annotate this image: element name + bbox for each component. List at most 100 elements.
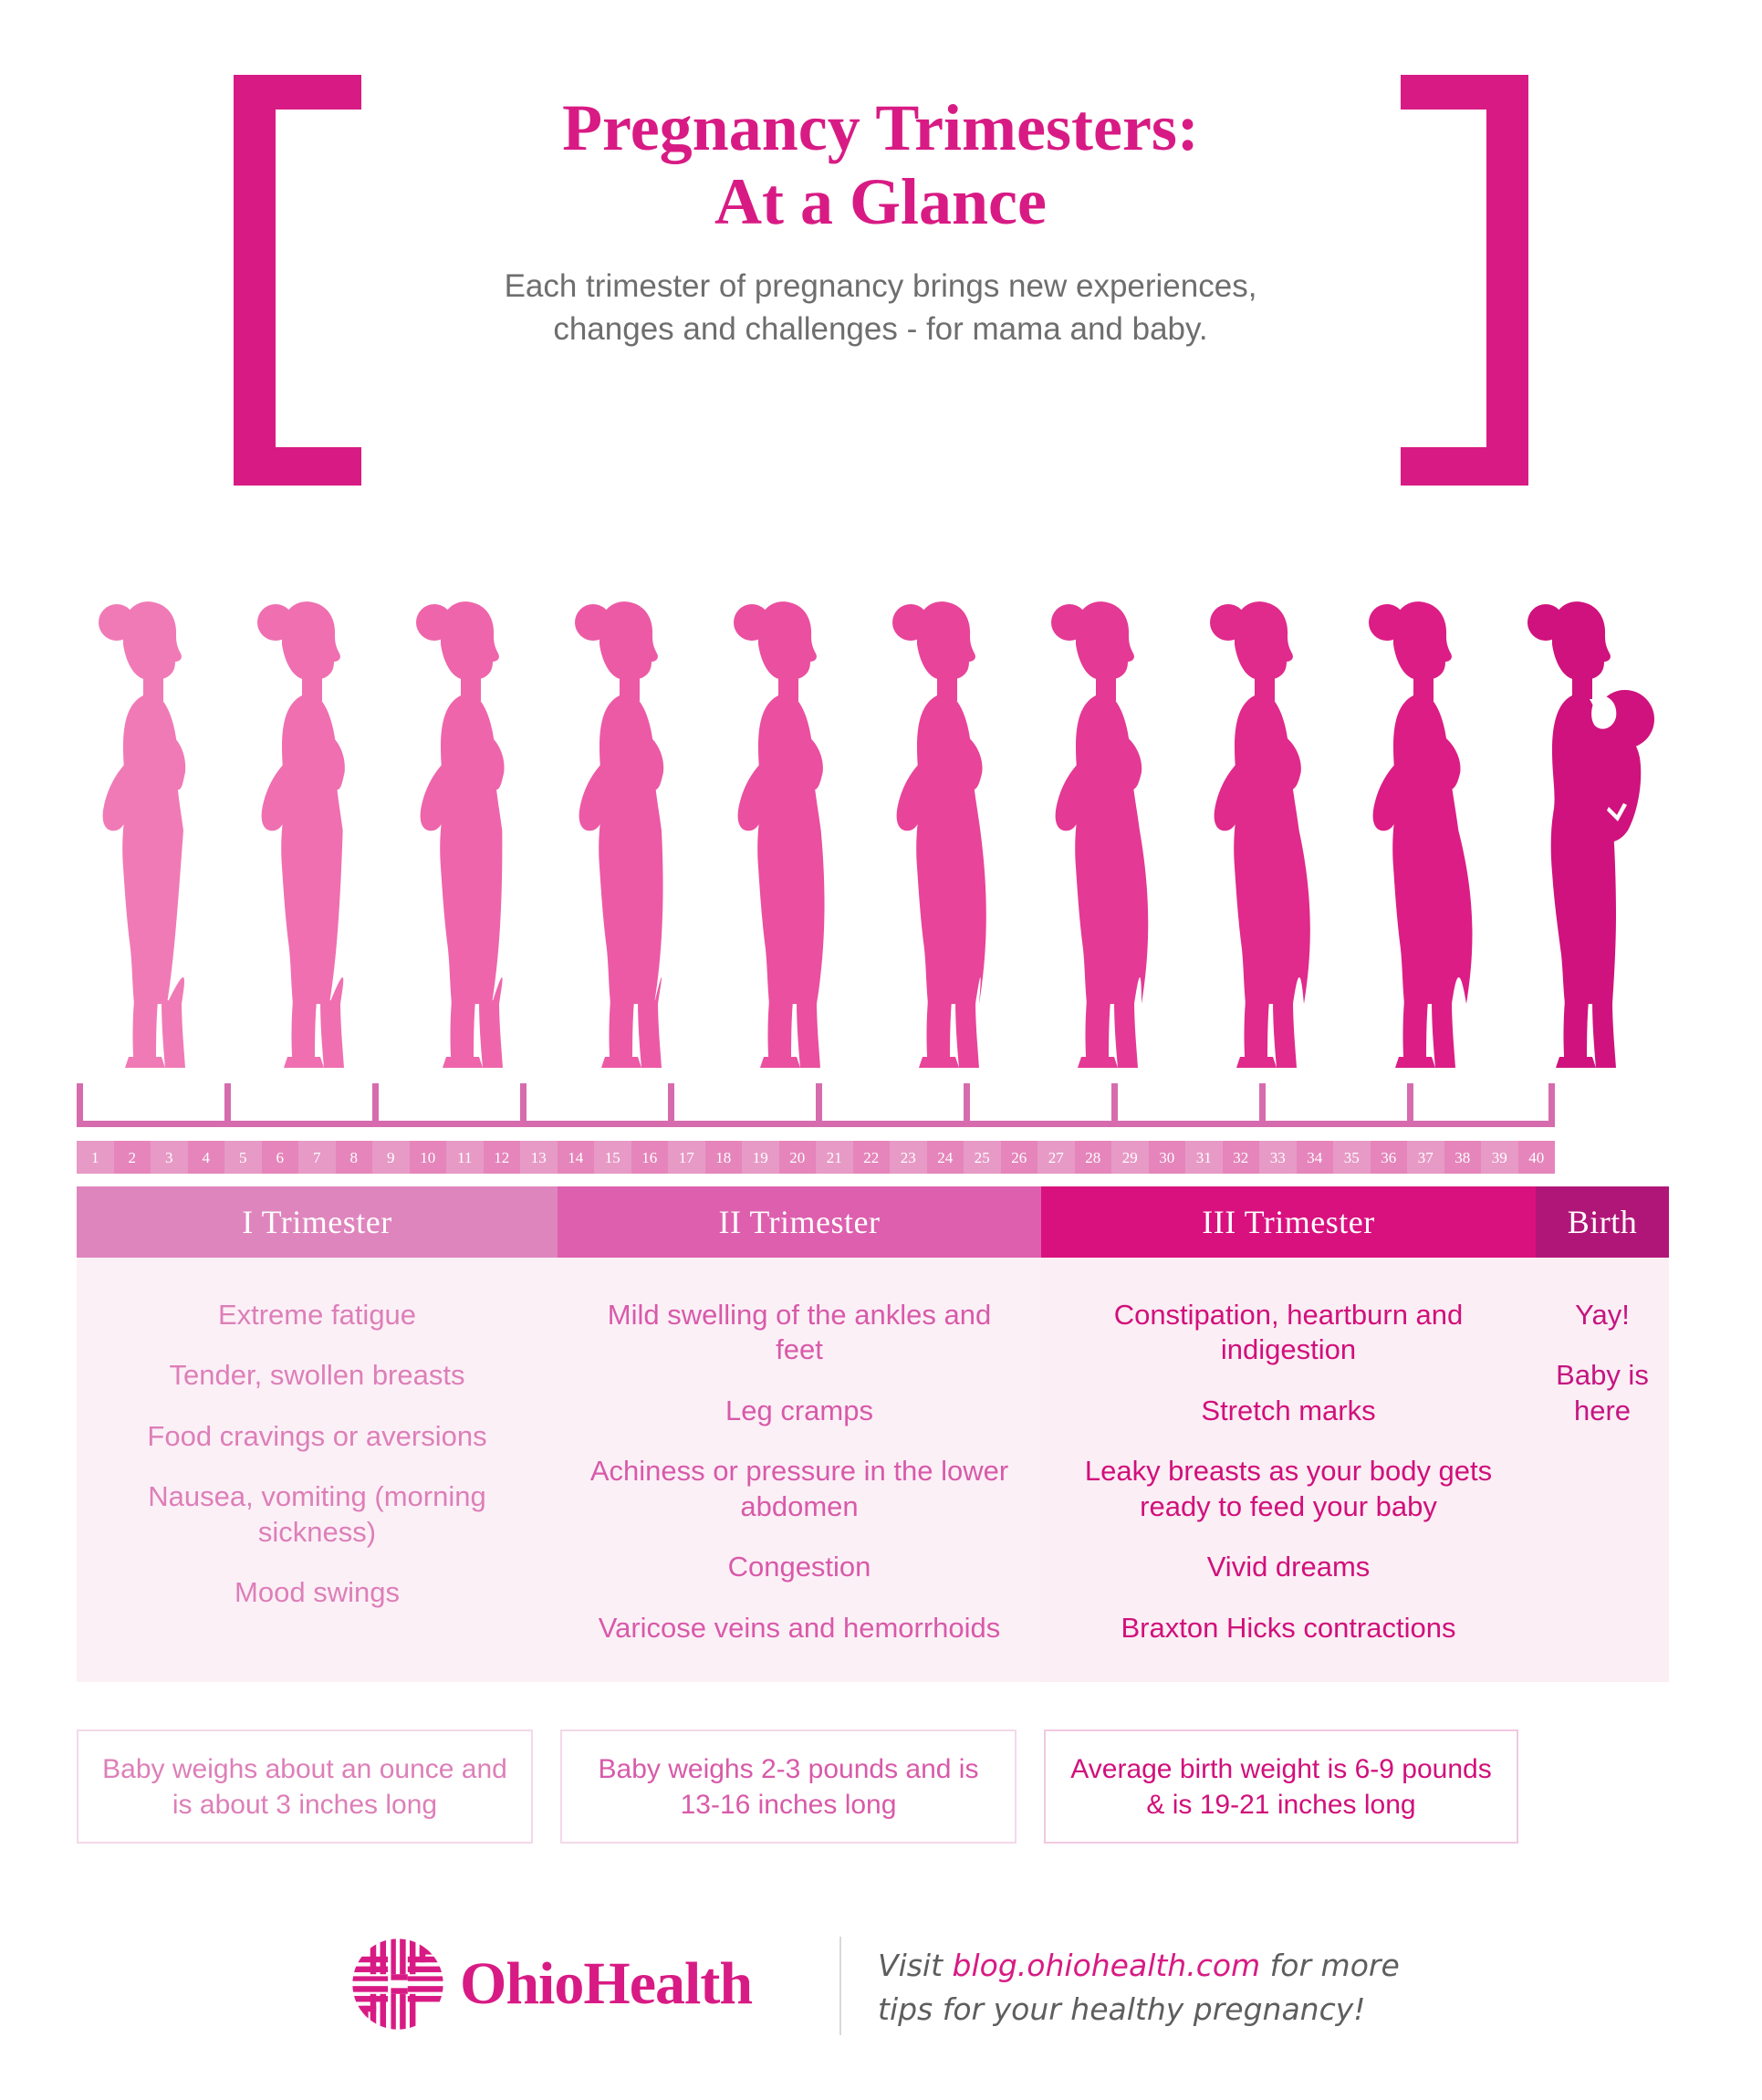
ruler-tick (1548, 1083, 1555, 1127)
right-bracket-notch (1401, 110, 1486, 447)
silhouette-week-8 (245, 575, 382, 1086)
symptom-item: Yay! (1575, 1299, 1630, 1331)
symptom-item: Stretch marks (1201, 1394, 1376, 1426)
silhouette-week-36 (1357, 575, 1494, 1086)
trimester-table-header-row: I Trimester II Trimester III Trimester B… (77, 1186, 1669, 1258)
page-title-line2: At a Glance (714, 164, 1047, 238)
week-cell: 35 (1333, 1141, 1371, 1174)
page-subtitle: Each trimester of pregnancy brings new e… (274, 266, 1487, 350)
week-cell: 31 (1185, 1141, 1223, 1174)
week-cell: 10 (409, 1141, 446, 1174)
symptom-item: Braxton Hicks contractions (1121, 1611, 1456, 1644)
ruler-tick (77, 1083, 83, 1127)
week-cell: 33 (1259, 1141, 1297, 1174)
week-cell: 16 (631, 1141, 668, 1174)
visit-line2: tips for your healthy pregnancy! (878, 1990, 1366, 2027)
footer-visit-text: Visit blog.ohiohealth.com for more tips … (878, 1944, 1480, 2032)
week-cell: 25 (964, 1141, 1001, 1174)
silhouette-week-12 (404, 575, 541, 1086)
ruler-tick (520, 1083, 527, 1127)
page-subtitle-line2: changes and challenges - for mama and ba… (553, 310, 1208, 347)
symptom-item: Tender, swollen breasts (169, 1359, 465, 1392)
page-title-line1: Pregnancy Trimesters: (562, 91, 1199, 164)
week-cell: 11 (446, 1141, 484, 1174)
pregnancy-silhouette-row (0, 561, 1762, 1086)
baby-weight-boxes: Baby weighs about an ounce and is about … (77, 1729, 1669, 1853)
silhouette-birth (1516, 575, 1666, 1086)
week-cell: 40 (1517, 1141, 1555, 1174)
silhouette-week-32 (1198, 575, 1335, 1086)
week-cell: 14 (557, 1141, 594, 1174)
footer-divider (839, 1937, 841, 2035)
week-cell: 32 (1222, 1141, 1259, 1174)
ohiohealth-wordmark: OhioHealth (460, 1950, 753, 2017)
column-header-trimester-2[interactable]: II Trimester (558, 1186, 1041, 1258)
symptom-item: Leaky breasts as your body gets ready to… (1084, 1455, 1493, 1522)
silhouette-week-4 (87, 575, 224, 1086)
ruler-tick (1407, 1083, 1413, 1127)
week-cell: 12 (483, 1141, 520, 1174)
column-header-birth[interactable]: Birth (1536, 1186, 1669, 1258)
pregnant-woman-silhouette (734, 601, 825, 1068)
silhouette-week-20 (722, 575, 859, 1086)
week-cell: 2 (113, 1141, 151, 1174)
week-cell: 13 (520, 1141, 558, 1174)
mother-holding-baby-silhouette (1527, 601, 1654, 1068)
ruler-tick (964, 1083, 970, 1127)
pregnant-woman-silhouette (99, 601, 186, 1068)
week-cell: 27 (1037, 1141, 1075, 1174)
week-cell: 18 (704, 1141, 742, 1174)
week-cell: 36 (1370, 1141, 1407, 1174)
ruler-tick (372, 1083, 379, 1127)
week-cell: 1 (77, 1141, 114, 1174)
symptom-item: Varicose veins and hemorrhoids (598, 1611, 1001, 1644)
title-block: Pregnancy Trimesters: At a Glance Each t… (274, 91, 1487, 350)
symptom-item: Vivid dreams (1206, 1551, 1371, 1583)
week-cell: 19 (742, 1141, 779, 1174)
blog-url-link[interactable]: blog.ohiohealth.com (952, 1948, 1261, 1983)
week-cell: 3 (151, 1141, 188, 1174)
ruler-tick (1111, 1083, 1118, 1127)
week-cell: 7 (298, 1141, 336, 1174)
visit-prefix: Visit (878, 1948, 953, 1983)
column-header-trimester-1[interactable]: I Trimester (77, 1186, 558, 1258)
week-cell: 24 (926, 1141, 964, 1174)
week-cell: 21 (816, 1141, 853, 1174)
visit-mid: for more (1260, 1948, 1400, 1983)
pregnant-woman-silhouette (416, 601, 505, 1068)
pregnant-woman-silhouette (1369, 601, 1473, 1068)
week-cell: 34 (1296, 1141, 1333, 1174)
week-cell: 6 (261, 1141, 298, 1174)
page-subtitle-line1: Each trimester of pregnancy brings new e… (504, 268, 1257, 305)
weight-box-trimester-1: Baby weighs about an ounce and is about … (77, 1729, 533, 1844)
symptom-item: Baby is here (1556, 1359, 1649, 1426)
symptom-item: Extreme fatigue (217, 1299, 417, 1331)
weight-box-trimester-2: Baby weighs 2-3 pounds and is 13-16 inch… (560, 1729, 1017, 1844)
symptom-item: Achiness or pressure in the lower abdome… (589, 1455, 1009, 1522)
symptom-column-birth: Yay! Baby is here (1536, 1258, 1669, 1683)
pregnant-woman-silhouette (257, 601, 345, 1068)
week-cell: 8 (335, 1141, 372, 1174)
symptom-item: Mild swelling of the ankles and feet (607, 1299, 992, 1366)
ruler-tick (1259, 1083, 1266, 1127)
silhouette-week-28 (1039, 575, 1176, 1086)
week-cell: 39 (1481, 1141, 1518, 1174)
ruler-tick (816, 1083, 822, 1127)
pregnant-woman-silhouette (1210, 601, 1310, 1068)
column-header-trimester-3[interactable]: III Trimester (1041, 1186, 1536, 1258)
ohiohealth-logo[interactable]: OhioHealth (349, 1935, 753, 2033)
ohiohealth-weave-logo-icon (352, 1938, 443, 2030)
header: Pregnancy Trimesters: At a Glance Each t… (0, 0, 1762, 493)
week-cell: 4 (187, 1141, 224, 1174)
week-cell: 15 (594, 1141, 631, 1174)
trimester-table: I Trimester II Trimester III Trimester B… (77, 1186, 1669, 1683)
week-cell: 28 (1074, 1141, 1111, 1174)
timeline-ruler (77, 1080, 1555, 1127)
week-cell: 29 (1111, 1141, 1149, 1174)
pregnant-woman-silhouette (1051, 601, 1149, 1068)
week-cell: 5 (224, 1141, 262, 1174)
symptom-item: Food cravings or aversions (147, 1419, 487, 1452)
